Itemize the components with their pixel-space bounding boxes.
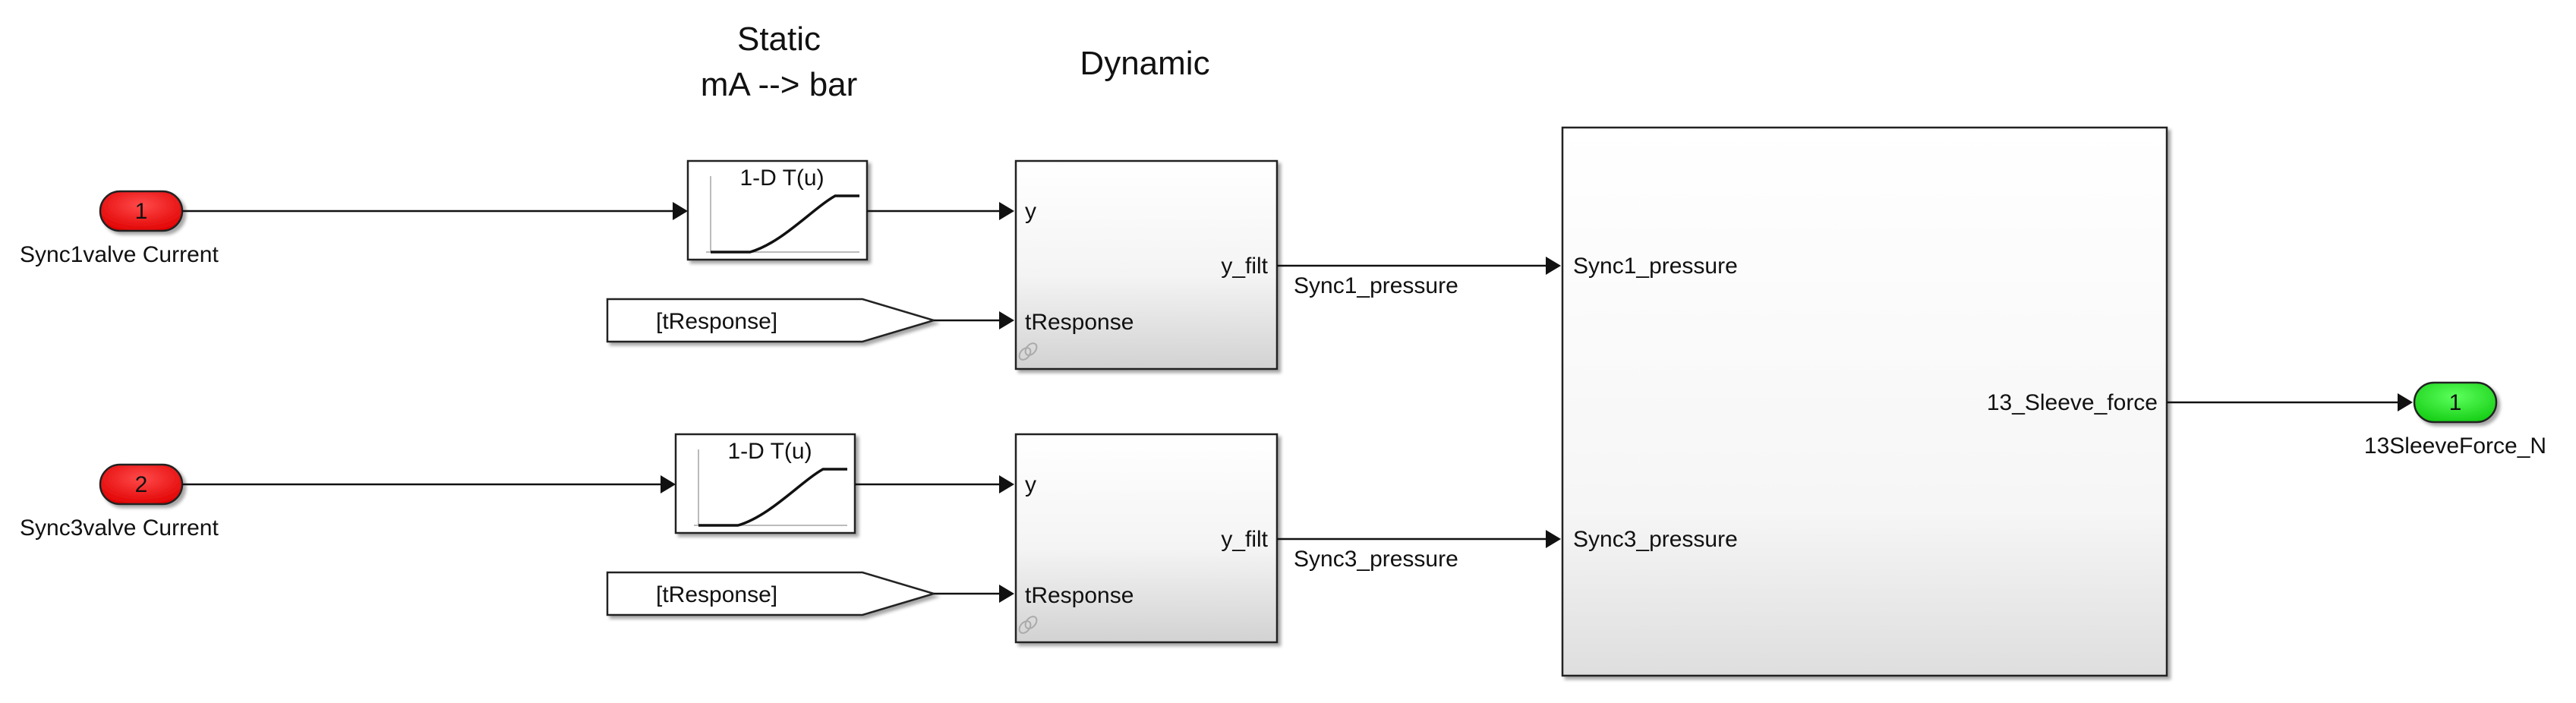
link-icon <box>1018 342 1038 361</box>
inport-2[interactable]: 2 <box>99 463 184 506</box>
outport-1-number: 1 <box>2449 390 2462 415</box>
subsystem-block[interactable]: Sync1_pressure Sync3_pressure 13_Sleeve_… <box>1561 126 2168 677</box>
lut1-label: 1-D T(u) <box>739 166 824 191</box>
lut2-curve <box>698 468 847 527</box>
dynamic-block-2[interactable]: y tResponse y_filt <box>1014 433 1279 644</box>
arrow-sub-in1 <box>1546 257 1561 275</box>
arrow-dyn1-t <box>999 311 1014 329</box>
lookup-table-2[interactable]: 1-D T(u) <box>674 433 856 534</box>
link-icon <box>1018 616 1038 634</box>
signal-label-sync1: Sync1_pressure <box>1294 273 1458 298</box>
inport-2-number: 2 <box>135 472 148 497</box>
arrow-dyn2-y <box>999 475 1014 493</box>
subsystem-out-label: 13_Sleeve_force <box>1987 390 2158 415</box>
arrow-outport <box>2398 393 2413 411</box>
dyn1-in-y: y <box>1025 199 1036 224</box>
inport-1-number: 1 <box>135 199 148 224</box>
from-tag-1[interactable]: [tResponse] <box>606 298 938 343</box>
from-tag-1-label: [tResponse] <box>656 309 777 334</box>
subsystem-in1-label: Sync1_pressure <box>1573 254 1738 279</box>
inport-1[interactable]: 1 <box>99 190 184 232</box>
signal-label-sync3: Sync3_pressure <box>1294 547 1458 572</box>
from-tag-2-label: [tResponse] <box>656 582 777 607</box>
arrow-dyn2-t <box>999 585 1014 603</box>
outport-1-label: 13SleeveForce_N <box>2364 433 2546 459</box>
header-dynamic: Dynamic <box>1080 45 1209 82</box>
dyn1-in-t: tResponse <box>1025 310 1134 335</box>
lut1-curve <box>711 194 859 254</box>
dyn2-in-t: tResponse <box>1025 583 1134 608</box>
arrow-dyn1-y <box>999 202 1014 220</box>
subsystem-in2-label: Sync3_pressure <box>1573 527 1738 552</box>
from-tag-2[interactable]: [tResponse] <box>606 571 938 616</box>
header-static-line1: Static <box>737 20 821 58</box>
arrow-lut1-in <box>673 202 688 220</box>
arrow-lut2-in <box>661 475 676 493</box>
lut2-label: 1-D T(u) <box>727 439 812 464</box>
dyn1-out: y_filt <box>1221 254 1268 279</box>
arrow-sub-in2 <box>1546 530 1561 548</box>
lookup-table-1[interactable]: 1-D T(u) <box>686 159 869 261</box>
header-static-line2: mA --> bar <box>701 66 858 103</box>
inport-1-label: Sync1valve Current <box>20 242 219 267</box>
dynamic-block-1[interactable]: y tResponse y_filt <box>1014 159 1279 370</box>
outport-1[interactable]: 1 <box>2413 381 2498 424</box>
inport-2-label: Sync3valve Current <box>20 515 219 541</box>
dyn2-in-y: y <box>1025 472 1036 497</box>
dyn2-out: y_filt <box>1221 527 1268 552</box>
